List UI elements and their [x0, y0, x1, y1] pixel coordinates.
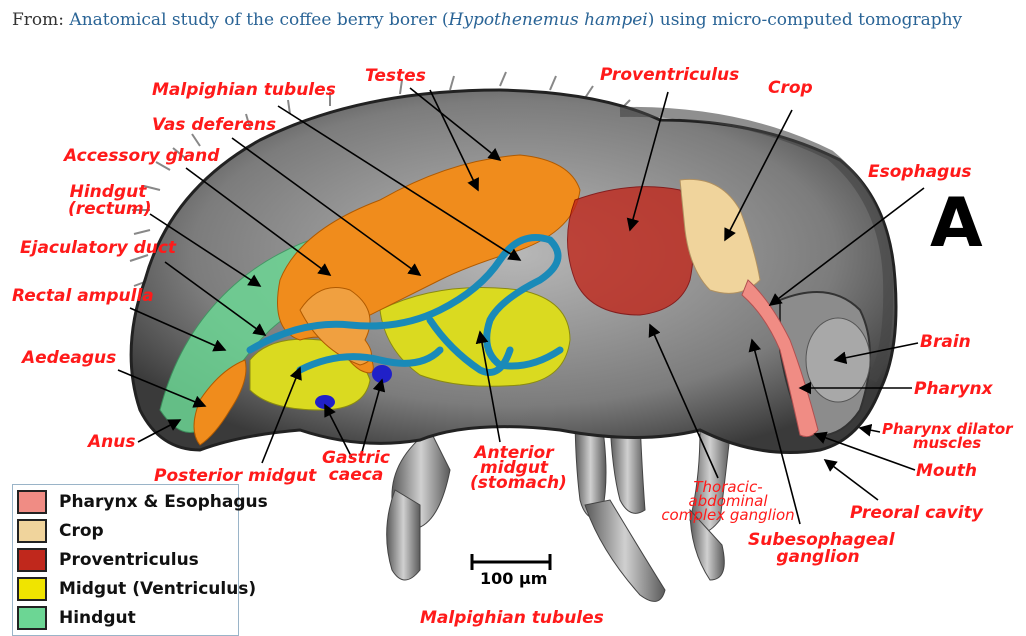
label-accessory-gland: Accessory gland	[64, 148, 219, 165]
legend-label: Pharynx & Esophagus	[59, 492, 268, 512]
label-proventriculus: Proventriculus	[600, 67, 739, 84]
label-esophagus: Esophagus	[868, 164, 972, 181]
legend-swatch	[17, 490, 47, 514]
label-thoracic-abdominal-ganglion: Thoracic- abdominal complex ganglion	[658, 480, 798, 522]
gastric-caeca-organ-2	[315, 395, 335, 409]
scale-bar-label: 100 μm	[480, 569, 547, 588]
label-vas-deferens: Vas deferens	[152, 117, 276, 134]
label-hindgut-line2: (rectum)	[68, 201, 148, 218]
label-anterior-midgut-line3: (stomach)	[470, 476, 558, 491]
label-posterior-midgut: Posterior midgut	[154, 468, 316, 485]
label-malpighian-tubules-top: Malpighian tubules	[152, 82, 336, 99]
label-subesophageal-ganglion: Subesophageal ganglion	[748, 532, 888, 566]
panel-letter: A	[930, 190, 983, 258]
label-aedeagus: Aedeagus	[22, 350, 116, 367]
label-subesophageal-line2: ganglion	[748, 549, 888, 566]
label-testes: Testes	[365, 68, 426, 85]
legend-label: Proventriculus	[59, 550, 199, 570]
legend-item: Proventriculus	[17, 546, 199, 574]
label-brain: Brain	[920, 334, 971, 351]
label-gastric-caeca-line2: caeca	[316, 467, 396, 484]
label-rectal-ampulla: Rectal ampulla	[12, 288, 154, 305]
legend-swatch	[17, 548, 47, 572]
organ-legend: Pharynx & Esophagus Crop Proventriculus …	[12, 484, 239, 636]
scale-bar	[472, 554, 550, 570]
legend-item: Crop	[17, 517, 104, 545]
label-anus: Anus	[88, 434, 135, 451]
legend-item: Midgut (Ventriculus)	[17, 575, 256, 603]
figure-caption: From: Anatomical study of the coffee ber…	[12, 10, 962, 30]
legend-label: Midgut (Ventriculus)	[59, 579, 256, 599]
label-crop: Crop	[768, 80, 813, 97]
proventriculus-organ	[568, 187, 694, 315]
label-thoracic-line3: complex ganglion	[658, 508, 798, 522]
legend-label: Crop	[59, 521, 104, 541]
legend-swatch	[17, 577, 47, 601]
label-pharynx-dilator: Pharynx dilator muscles	[882, 422, 1012, 450]
label-ejaculatory-duct: Ejaculatory duct	[20, 240, 176, 257]
label-pharynx: Pharynx	[914, 381, 993, 398]
caption-link-end[interactable]: ) using micro-computed tomography	[648, 10, 962, 30]
caption-link-species[interactable]: Hypothenemus hampei	[449, 10, 648, 30]
label-mouth: Mouth	[916, 463, 977, 480]
legend-item: Pharynx & Esophagus	[17, 488, 268, 516]
label-pharynx-dilator-line2: muscles	[882, 436, 1012, 450]
caption-prefix: From:	[12, 10, 69, 30]
label-gastric-caeca: Gastric caeca	[316, 450, 396, 484]
label-preoral-cavity: Preoral cavity	[850, 505, 983, 522]
beetle-body	[131, 90, 896, 453]
label-anterior-midgut: Anterior midgut (stomach)	[470, 446, 558, 491]
legend-item: Hindgut	[17, 604, 136, 632]
legend-label: Hindgut	[59, 608, 136, 628]
caption-link-start[interactable]: Anatomical study of the coffee berry bor…	[69, 10, 448, 30]
label-hindgut: Hindgut (rectum)	[68, 184, 148, 218]
label-malpighian-tubules-bottom: Malpighian tubules	[420, 610, 604, 627]
beetle-anatomy-figure: A Malpighian tubules Testes Proventricul…	[0, 50, 1026, 632]
legend-swatch	[17, 519, 47, 543]
legend-swatch	[17, 606, 47, 630]
